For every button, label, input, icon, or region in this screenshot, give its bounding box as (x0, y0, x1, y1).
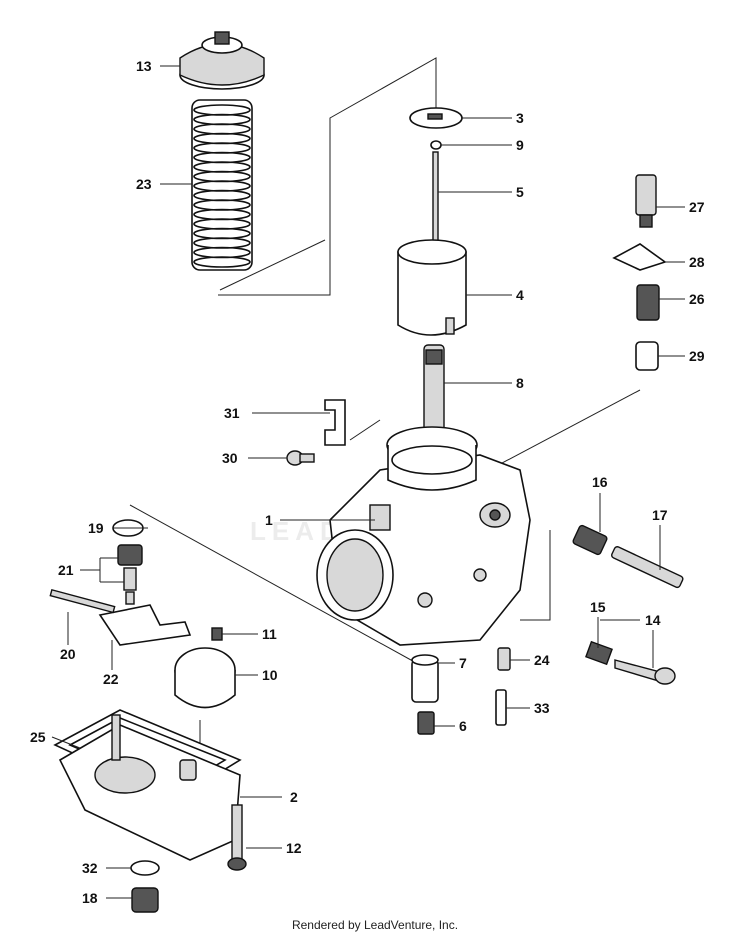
part-8-needle-jet (423, 344, 445, 436)
callout-14: 14 (645, 612, 661, 628)
callout-7: 7 (459, 655, 467, 671)
part-15-spring (585, 640, 613, 666)
callout-1: 1 (265, 512, 273, 528)
part-24-jet (497, 647, 511, 671)
callout-13: 13 (136, 58, 152, 74)
callout-3: 3 (516, 110, 524, 126)
footer-credit: Rendered by LeadVenture, Inc. (291, 918, 459, 932)
callout-8: 8 (516, 375, 524, 391)
callout-32: 32 (82, 860, 98, 876)
callout-21: 21 (58, 562, 74, 578)
part-9-clip (430, 140, 442, 150)
part-6-main-jet (417, 711, 435, 735)
callout-11: 11 (262, 626, 277, 642)
callout-28: 28 (689, 254, 705, 270)
assembly-lines (129, 57, 641, 770)
callout-4: 4 (516, 287, 524, 303)
part-23-spring (191, 99, 253, 271)
part-27-adjuster (635, 174, 657, 228)
callout-15: 15 (590, 599, 606, 615)
part-4-slide (397, 239, 467, 336)
callout-30: 30 (222, 450, 238, 466)
callout-10: 10 (262, 667, 278, 683)
part-11-pin (211, 627, 223, 641)
part-10-float (174, 647, 236, 709)
part-12-screw (227, 804, 247, 871)
callout-22: 22 (103, 671, 119, 687)
part-17-screw (611, 546, 684, 589)
callout-19: 19 (88, 520, 104, 536)
part-28-plate (612, 243, 667, 271)
part-14-screw (614, 659, 676, 685)
part-20-pin (49, 588, 116, 614)
callout-9: 9 (516, 137, 524, 153)
callout-27: 27 (689, 199, 705, 215)
part-30-screw (286, 450, 315, 466)
callout-25: 25 (30, 729, 46, 745)
spring-coil (193, 256, 251, 268)
callout-20: 20 (60, 646, 76, 662)
leader-lines (51, 65, 685, 899)
part-18-drain-plug (131, 887, 159, 913)
part-33-jet (495, 689, 507, 726)
part-3-plate (409, 107, 463, 129)
callout-labels: 13 23 3 9 5 4 8 27 28 26 29 31 30 1 16 1… (30, 58, 705, 906)
callout-23: 23 (136, 176, 152, 192)
callout-12: 12 (286, 840, 302, 856)
callout-17: 17 (652, 507, 668, 523)
callout-33: 33 (534, 700, 550, 716)
part-26-spring (636, 284, 660, 321)
part-32-washer (130, 860, 160, 876)
part-1-carburetor-body (316, 426, 531, 646)
callout-2: 2 (290, 789, 298, 805)
callout-5: 5 (516, 184, 524, 200)
part-13-cap (179, 31, 265, 90)
callout-26: 26 (689, 291, 705, 307)
callout-18: 18 (82, 890, 98, 906)
part-2-float-bowl (58, 714, 241, 861)
callout-31: 31 (224, 405, 240, 421)
part-29-cap (635, 341, 659, 371)
callout-16: 16 (592, 474, 608, 490)
part-7-jet-holder (411, 654, 439, 703)
part-21-needle-valve (117, 544, 143, 605)
callout-24: 24 (534, 652, 550, 668)
part-22-float-arm (98, 604, 192, 646)
callout-29: 29 (689, 348, 705, 364)
callout-6: 6 (459, 718, 467, 734)
part-16-spring (572, 524, 608, 556)
part-31-bracket (324, 399, 346, 446)
part-5-needle (432, 151, 439, 248)
